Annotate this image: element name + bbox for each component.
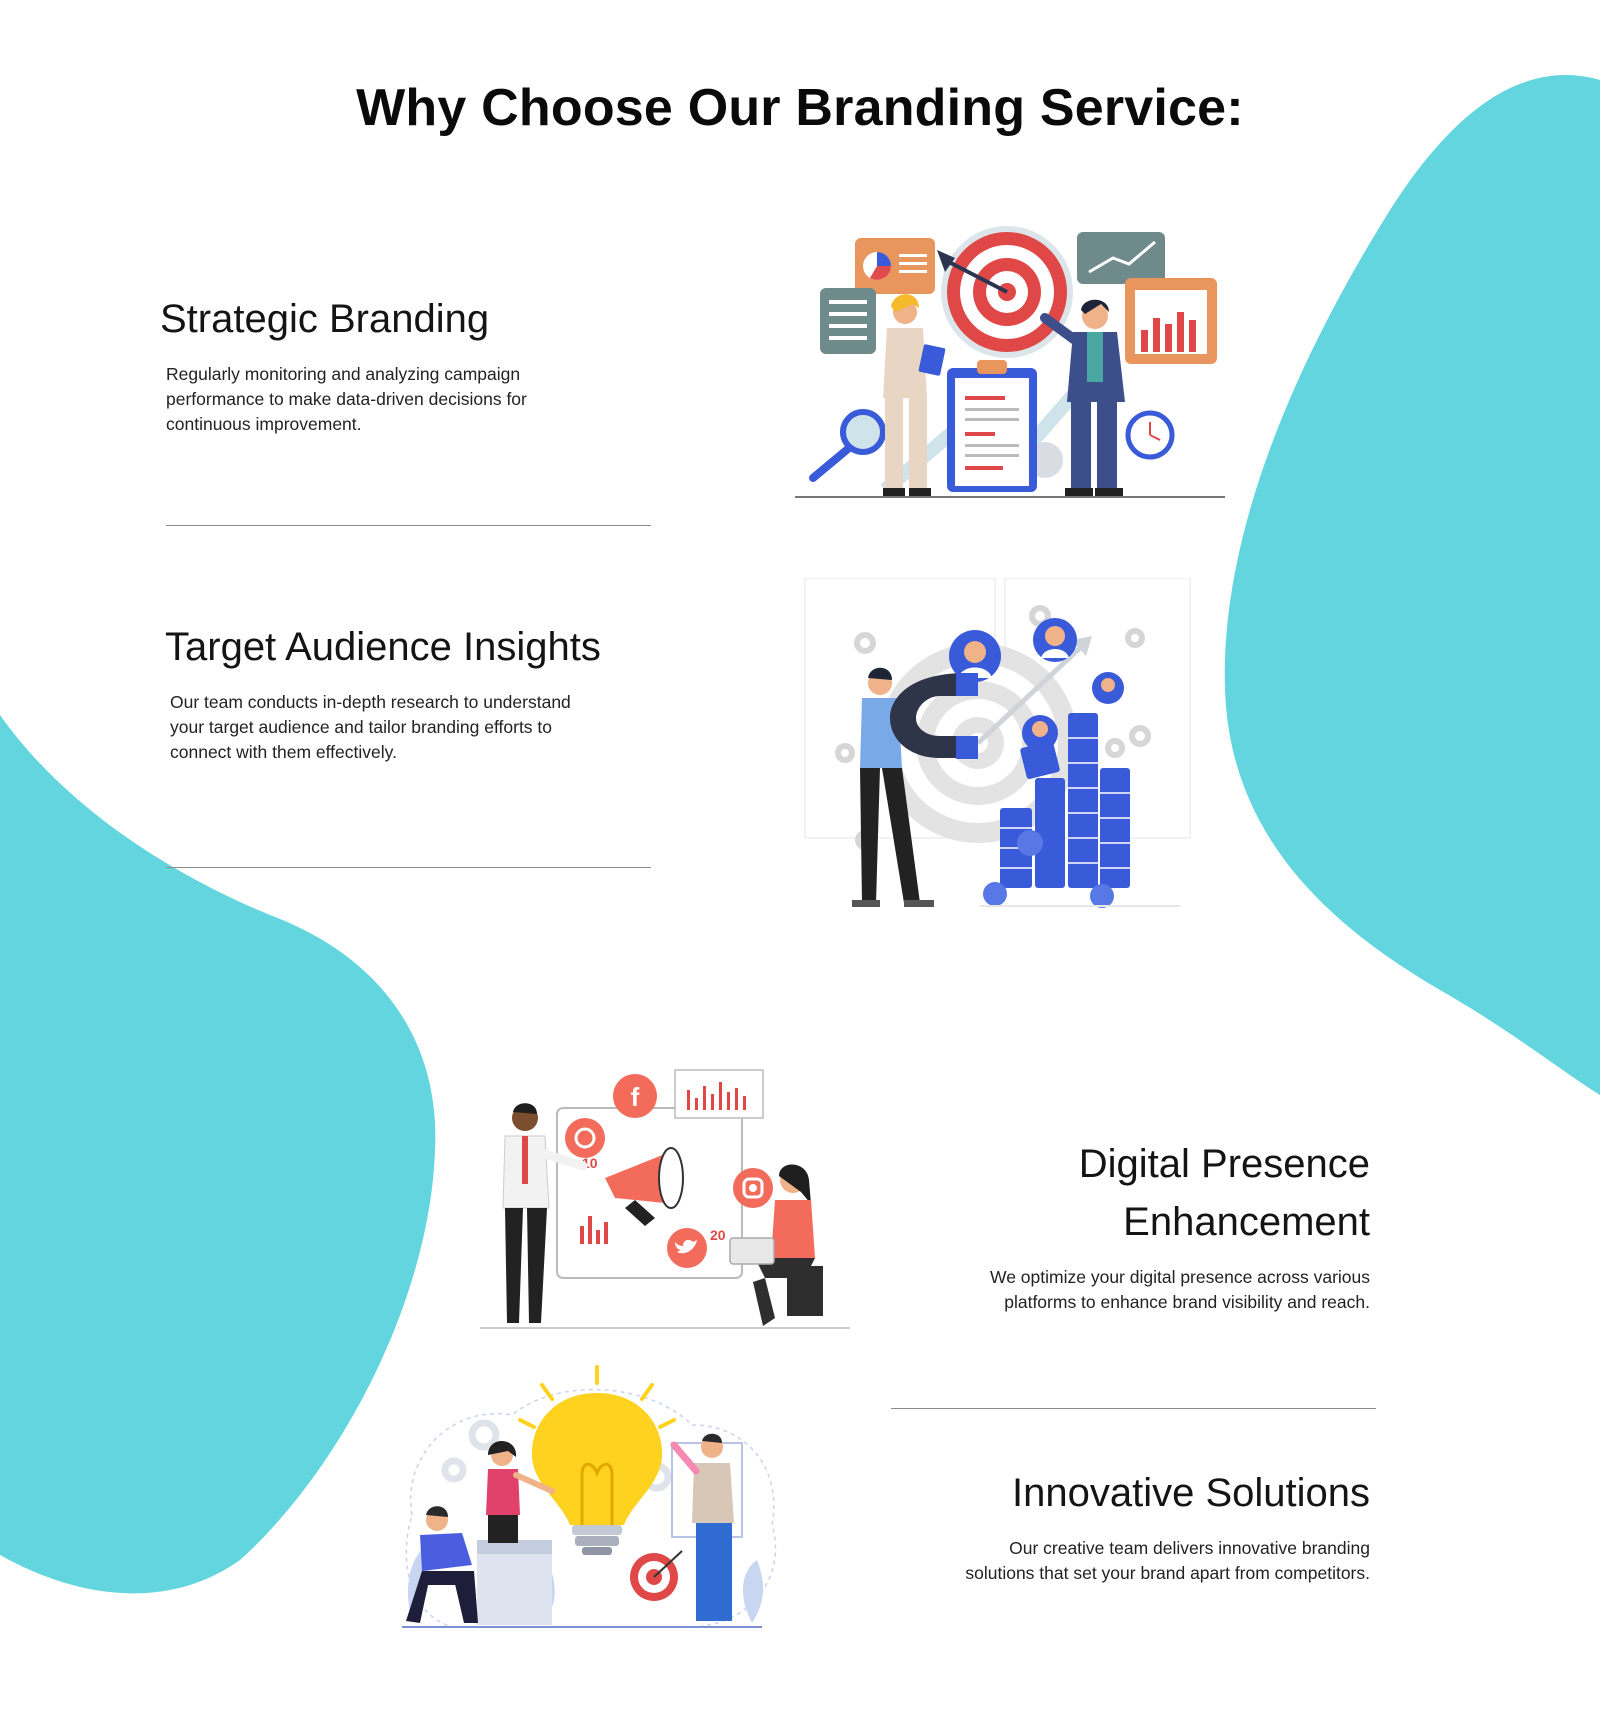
feature-digital-presence: Digital Presence Enhancement We optimize… — [920, 1135, 1370, 1315]
feature-title: Target Audience Insights — [165, 625, 601, 669]
feature-description-line2: platforms to enhance brand visibility an… — [1004, 1292, 1370, 1312]
svg-text:f: f — [631, 1082, 640, 1112]
feature-description-line2: solutions that set your brand apart from… — [965, 1563, 1370, 1583]
left-blob — [0, 715, 436, 1594]
feature-title-line1: Digital Presence — [1078, 1142, 1370, 1186]
feature-description: Regularly monitoring and analyzing campa… — [166, 364, 527, 434]
divider — [166, 867, 651, 868]
feature-description: Our team conducts in-depth research to u… — [170, 692, 571, 762]
divider — [166, 525, 651, 526]
lightbulb-idea-illustration — [402, 1365, 777, 1628]
facebook-icon: f — [613, 1074, 657, 1118]
feature-target-audience-insights: Target Audience Insights Our team conduc… — [165, 618, 645, 765]
feature-innovative-solutions: Innovative Solutions Our creative team d… — [880, 1464, 1370, 1586]
feature-strategic-branding: Strategic Branding Regularly monitoring … — [160, 290, 630, 437]
instagram-icon — [733, 1168, 773, 1208]
avatar — [949, 630, 1001, 682]
avatar — [1033, 618, 1077, 662]
magnet-audience-illustration — [804, 578, 1191, 908]
megaphone-social-illustration: f 10 20 — [480, 1069, 850, 1329]
feature-title-line2: Enhancement — [1123, 1200, 1370, 1244]
feature-title: Strategic Branding — [160, 297, 490, 341]
feature-description-line1: We optimize your digital presence across… — [990, 1267, 1370, 1287]
page-title: Why Choose Our Branding Service: — [356, 79, 1244, 137]
divider — [891, 1408, 1376, 1409]
feature-description-line1: Our creative team delivers innovative br… — [1009, 1538, 1370, 1558]
avatar — [1092, 672, 1124, 704]
svg-text:20: 20 — [710, 1227, 726, 1243]
whatsapp-icon — [565, 1118, 605, 1158]
target-strategy-illustration — [795, 226, 1225, 498]
feature-title: Innovative Solutions — [1011, 1471, 1370, 1515]
right-blob — [1224, 75, 1600, 1096]
twitter-icon — [667, 1228, 707, 1268]
